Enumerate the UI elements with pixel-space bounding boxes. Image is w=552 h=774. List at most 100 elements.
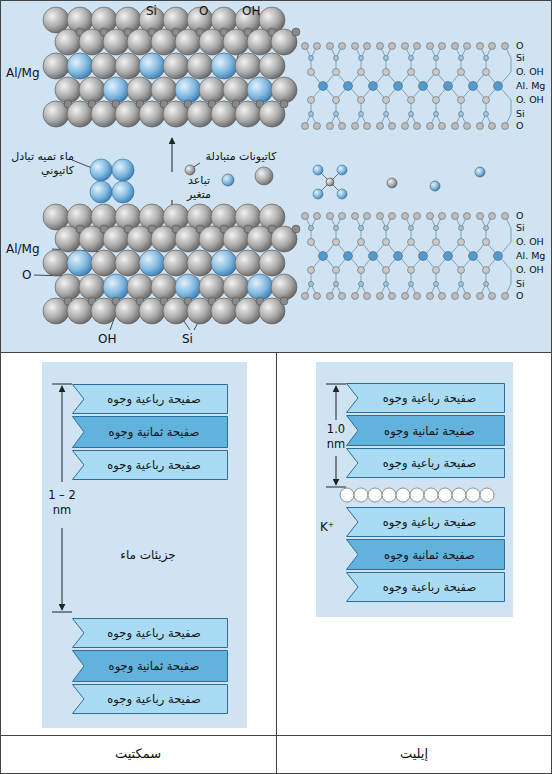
potassium-ion xyxy=(382,488,396,502)
atom-dot xyxy=(333,267,340,274)
octahedral-sheet: صفيحة ثمانية وجوه xyxy=(72,416,228,448)
atom-dot xyxy=(369,252,378,261)
atom-dot xyxy=(459,226,464,231)
smectite-panel xyxy=(42,362,247,728)
oxygen-ball xyxy=(151,274,177,300)
sheet-outline xyxy=(347,416,505,446)
atom-dot xyxy=(383,267,390,274)
tetrahedral-sheet: صفيحة رباعية وجوه xyxy=(346,507,505,537)
atom-dot xyxy=(359,226,364,231)
water-dot xyxy=(326,178,334,186)
atom-dot xyxy=(314,293,321,300)
water-molecules-label: جزيئات ماء xyxy=(100,548,196,563)
table-rule xyxy=(276,352,277,774)
atom-dot xyxy=(489,293,496,300)
oxygen-ball xyxy=(115,53,141,79)
cation-ball xyxy=(185,165,195,175)
atom-dot xyxy=(439,213,446,220)
atom-dot xyxy=(409,56,414,61)
sheet-label: صفيحة رباعية وجوه xyxy=(358,572,501,602)
potassium-ion xyxy=(438,488,452,502)
potassium-ion xyxy=(396,488,410,502)
oxygen-ball xyxy=(127,77,153,103)
atom-dot xyxy=(334,112,339,117)
hydroxyl-ball xyxy=(211,250,237,276)
atom-dot xyxy=(483,239,490,246)
atom-dot xyxy=(439,123,446,130)
atom-dot xyxy=(452,293,459,300)
atom-dot xyxy=(359,112,364,117)
atom-dot xyxy=(427,293,434,300)
atom-dot xyxy=(444,252,453,261)
atom-dot xyxy=(309,282,314,287)
atom-dot xyxy=(452,213,459,220)
atom-dot xyxy=(389,213,396,220)
oxygen-ball xyxy=(43,250,69,276)
water-dot xyxy=(337,165,347,175)
layer-label: O xyxy=(516,120,523,133)
atom-dot xyxy=(477,213,484,220)
atom-dot xyxy=(377,43,384,50)
atom-dot xyxy=(408,69,415,76)
sheet-label: صفيحة رباعية وجوه xyxy=(84,618,224,648)
oxygen-ball xyxy=(187,250,213,276)
atom-dot xyxy=(419,82,428,91)
atom-dot xyxy=(358,267,365,274)
atom-dot xyxy=(484,56,489,61)
atom-dot xyxy=(483,69,490,76)
atom-dot xyxy=(352,213,359,220)
atom-dot xyxy=(327,123,334,130)
tetrahedral-sheet: صفيحة رباعية وجوه xyxy=(346,572,505,602)
hydroxyl-ball xyxy=(67,250,93,276)
oxygen-ball xyxy=(235,250,261,276)
octahedral-sheet: صفيحة ثمانية وجوه xyxy=(346,415,505,446)
hydroxyl-ball xyxy=(67,53,93,79)
sheet-label: صفيحة ثمانية وجوه xyxy=(358,539,501,570)
spacing-label: تباعد متغير xyxy=(178,174,220,202)
potassium-ion xyxy=(466,488,480,502)
sheet-outline xyxy=(73,619,228,648)
atom-dot xyxy=(364,293,371,300)
atom-dot xyxy=(433,97,440,104)
oxygen-ball xyxy=(235,53,261,79)
oxygen-ball xyxy=(151,77,177,103)
atom-dot xyxy=(459,282,464,287)
cation-ball xyxy=(387,178,397,188)
oxygen-ball xyxy=(79,77,105,103)
tetrahedral-sheet: صفيحة رباعية وجوه xyxy=(72,384,228,414)
sheet-label: صفيحة رباعية وجوه xyxy=(358,448,501,478)
atom-dot xyxy=(439,43,446,50)
atom-dot xyxy=(464,213,471,220)
atom-dot xyxy=(419,252,428,261)
atom-dot xyxy=(433,267,440,274)
atom-dot xyxy=(477,293,484,300)
atom-dot xyxy=(369,82,378,91)
atom-dot xyxy=(333,69,340,76)
atom-dot xyxy=(334,56,339,61)
column-label: إيليت xyxy=(314,746,514,762)
layer-label: Si xyxy=(516,222,525,235)
sheet-label: صفيحة ثمانية وجوه xyxy=(84,650,224,682)
cation-ball xyxy=(475,167,485,177)
atom-dot xyxy=(308,97,315,104)
atom-dot xyxy=(333,239,340,246)
atom-dot xyxy=(319,252,328,261)
sheet-outline xyxy=(347,508,505,537)
atom-dot xyxy=(358,97,365,104)
hydroxyl-ball xyxy=(247,274,273,300)
oxygen-ball xyxy=(271,77,297,103)
water-label: ماء تميه تبادل كاتيوني xyxy=(2,150,74,178)
hydroxyl-ball xyxy=(175,77,201,103)
atom-dot xyxy=(494,252,503,261)
sheet-outline xyxy=(73,385,228,414)
dimension-tick xyxy=(52,384,72,385)
silicon-ball xyxy=(280,297,288,305)
hydroxyl-ball xyxy=(139,53,165,79)
atom-dot xyxy=(502,213,509,220)
bottom-table xyxy=(1,353,552,774)
top-panel xyxy=(1,1,552,353)
sheet-label: صفيحة رباعية وجوه xyxy=(84,384,224,414)
atom-dot xyxy=(484,112,489,117)
atom-label: Si xyxy=(146,4,157,19)
